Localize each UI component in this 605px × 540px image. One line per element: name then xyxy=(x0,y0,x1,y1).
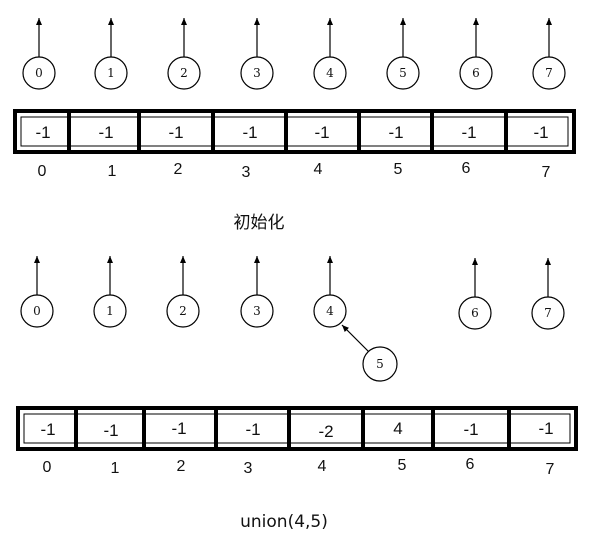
parent-link-arrow xyxy=(341,324,370,353)
node-2: 2 xyxy=(166,294,200,328)
index-label-6: 6 xyxy=(466,456,475,473)
array-outline xyxy=(13,109,576,154)
caption-union: union(4,5) xyxy=(240,512,328,532)
cell-value-0: -1 xyxy=(35,123,50,142)
index-label-5: 5 xyxy=(394,161,403,178)
index-label-5: 5 xyxy=(398,457,407,474)
cell-value-3: -1 xyxy=(242,123,257,142)
index-label-3: 3 xyxy=(242,164,251,181)
cell-value-6: -1 xyxy=(461,123,476,142)
cell-value-1: -1 xyxy=(98,123,113,142)
node-label: 1 xyxy=(107,66,115,80)
node-label: 4 xyxy=(326,66,334,80)
array-inner-frame xyxy=(20,116,569,147)
array-inner-frame xyxy=(23,413,571,444)
cell-value-6: -1 xyxy=(463,420,478,439)
cell-value-7: -1 xyxy=(533,123,548,142)
cell-value-0: -1 xyxy=(40,420,55,439)
node-5: 5 xyxy=(386,56,420,90)
node-0: 0 xyxy=(20,294,54,328)
node-label: 0 xyxy=(35,66,43,80)
node-label: 6 xyxy=(472,66,480,80)
node-label: 6 xyxy=(471,306,479,320)
node-label: 1 xyxy=(106,304,114,318)
node-label: 0 xyxy=(33,304,41,318)
index-label-1: 1 xyxy=(111,460,120,477)
node-7: 7 xyxy=(532,56,566,90)
node-7: 7 xyxy=(531,296,565,330)
node-label: 7 xyxy=(545,66,553,80)
cell-value-3: -1 xyxy=(245,420,260,439)
cell-value-5: -1 xyxy=(388,123,403,142)
node-6: 6 xyxy=(458,296,492,330)
node-3: 3 xyxy=(240,56,274,90)
section-init: 0 1 2 3 4 5 6 7 -1 -1 -1 -1 -1 -1 -1 -1 xyxy=(13,18,576,233)
parent-array: -1 -1 -1 -1 -1 -1 -1 -1 xyxy=(13,109,576,154)
cell-value-5: 4 xyxy=(393,419,402,438)
node-6: 6 xyxy=(459,56,493,90)
node-label: 4 xyxy=(326,304,334,318)
index-label-2: 2 xyxy=(177,458,186,475)
index-label-1: 1 xyxy=(108,163,117,180)
node-label: 2 xyxy=(180,66,188,80)
node-label: 5 xyxy=(376,357,384,371)
node-4: 4 xyxy=(313,294,347,328)
index-label-6: 6 xyxy=(462,160,471,177)
parent-array: -1 -1 -1 -1 -2 4 -1 -1 xyxy=(16,406,578,451)
cell-value-1: -1 xyxy=(103,421,118,440)
index-label-0: 0 xyxy=(43,459,52,476)
node-3: 3 xyxy=(240,294,274,328)
index-label-2: 2 xyxy=(174,161,183,178)
node-0: 0 xyxy=(22,56,56,90)
node-4: 4 xyxy=(313,56,347,90)
cell-value-4: -1 xyxy=(314,123,329,142)
index-label-7: 7 xyxy=(546,461,555,478)
index-label-4: 4 xyxy=(314,161,323,178)
node-2: 2 xyxy=(167,56,201,90)
node-label: 7 xyxy=(544,306,552,320)
index-label-7: 7 xyxy=(542,164,551,181)
node-label: 3 xyxy=(253,66,261,80)
caption-init: 初始化 xyxy=(234,213,285,233)
node-label: 5 xyxy=(399,66,407,80)
node-1: 1 xyxy=(94,56,128,90)
index-label-4: 4 xyxy=(318,458,327,475)
section-union: 0 1 2 3 4 6 7 5 -1 -1 -1 -1 -2 4 -1 -1 xyxy=(16,256,578,532)
cell-value-4: -2 xyxy=(318,422,333,441)
cell-value-2: -1 xyxy=(171,419,186,438)
index-label-0: 0 xyxy=(38,163,47,180)
node-label: 2 xyxy=(179,304,187,318)
cell-value-2: -1 xyxy=(168,123,183,142)
node-label: 3 xyxy=(253,304,261,318)
cell-value-7: -1 xyxy=(538,419,553,438)
node-5-child: 5 xyxy=(362,346,398,382)
index-label-3: 3 xyxy=(244,460,253,477)
array-outline xyxy=(16,406,578,451)
node-1: 1 xyxy=(93,294,127,328)
